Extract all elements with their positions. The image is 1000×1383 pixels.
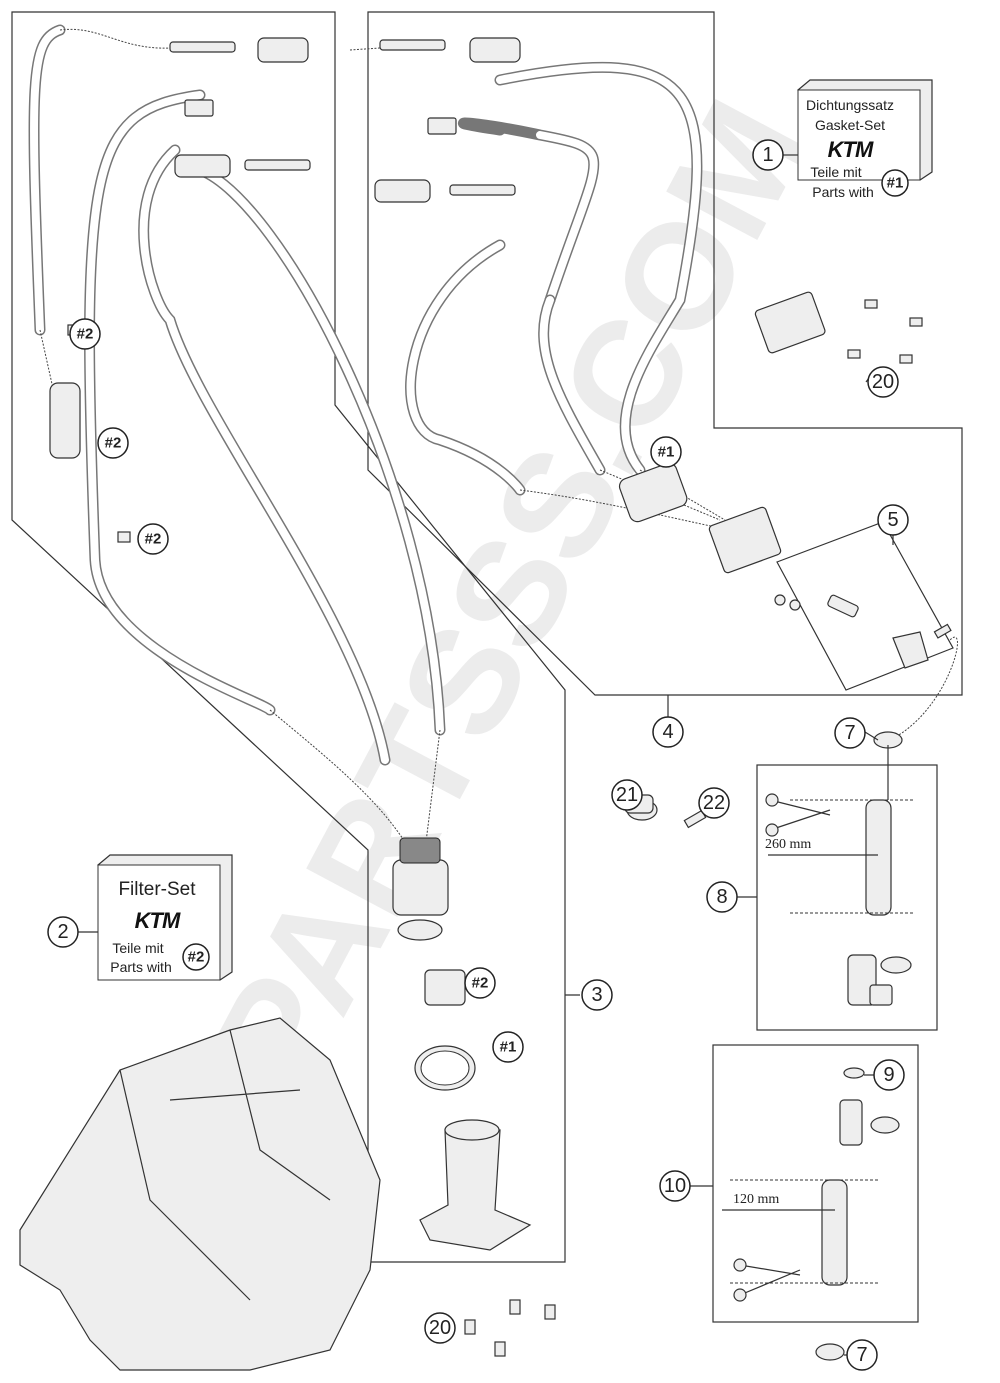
svg-text:21: 21: [616, 784, 638, 806]
svg-text:#2: #2: [77, 326, 94, 343]
ref-2-c[interactable]: #2: [137, 523, 169, 555]
ktm-logo: KTM: [828, 137, 874, 162]
callout-7[interactable]: 7: [834, 717, 866, 749]
svg-text:#2: #2: [105, 435, 122, 452]
svg-text:7: 7: [856, 1344, 867, 1366]
gasket-set-parts-en: Parts with: [812, 184, 873, 200]
gasket-set-box: Dichtungssatz Gasket-Set KTM Teile mit P…: [797, 79, 933, 200]
hose-length-120-label: 120 mm: [733, 1192, 779, 1207]
callout-10[interactable]: 10: [659, 1170, 691, 1202]
hose-kit-10: 120 mm: [722, 1067, 900, 1361]
group-frame-10: [712, 1044, 919, 1323]
pump-flange-cover: [708, 506, 782, 574]
ref-1-a[interactable]: #1: [650, 436, 682, 468]
group-frame-5: [776, 521, 954, 691]
svg-text:4: 4: [662, 721, 673, 743]
callout-1[interactable]: 1: [752, 139, 784, 171]
callout-21[interactable]: 21: [611, 779, 643, 811]
svg-text:10: 10: [664, 1175, 686, 1197]
svg-text:2: 2: [57, 921, 68, 943]
filter-set-parts-de: Teile mit: [112, 940, 163, 956]
group-frame-8: [756, 764, 938, 1031]
svg-text:5: 5: [887, 509, 898, 531]
filter-set-box: Filter-Set KTM Teile mit Parts with #2: [97, 854, 233, 981]
svg-text:1: 1: [762, 144, 773, 166]
callout-3[interactable]: 3: [581, 979, 613, 1011]
filter-sleeve: [424, 969, 466, 1006]
fuel-filter: [49, 382, 81, 459]
svg-text:22: 22: [703, 792, 725, 814]
svg-text:3: 3: [591, 984, 602, 1006]
svg-text:#1: #1: [500, 1039, 517, 1056]
callout-5[interactable]: 5: [877, 504, 909, 536]
hose-length-260: 260 mm: [765, 837, 811, 852]
ref-2: #2: [188, 949, 205, 966]
hose-clamp-7b: [815, 1343, 845, 1361]
callout-22[interactable]: 22: [698, 787, 730, 819]
callout-7b[interactable]: 7: [846, 1339, 878, 1371]
svg-text:#1: #1: [658, 444, 675, 461]
gasket-1: [618, 462, 688, 523]
fuel-pump: [392, 837, 532, 1251]
gasket-set-title-en: Gasket-Set: [815, 117, 885, 133]
svg-text:20: 20: [872, 371, 894, 393]
filter-set-parts-en: Parts with: [110, 959, 171, 975]
svg-text:9: 9: [883, 1064, 894, 1086]
svg-text:8: 8: [716, 886, 727, 908]
ref-1: #1: [887, 175, 904, 192]
hose-kit-8: 260 mm: [765, 731, 915, 1006]
scissors-icon: [769, 799, 831, 831]
svg-text:#2: #2: [472, 975, 489, 992]
ktm-logo: KTM: [135, 908, 181, 933]
callout-2[interactable]: 2: [47, 916, 79, 948]
connectors-right: [374, 37, 952, 829]
screws-20: [464, 1299, 556, 1357]
fuel-tank: [19, 1017, 381, 1371]
ref-1-b[interactable]: #1: [492, 1031, 524, 1063]
callout-8[interactable]: 8: [706, 881, 738, 913]
gasket-set-title-de: Dichtungssatz: [806, 97, 894, 113]
group-frame-right: [367, 11, 963, 696]
svg-text:20: 20: [429, 1317, 451, 1339]
callout-9[interactable]: 9: [873, 1059, 905, 1091]
ref-2-a[interactable]: #2: [69, 318, 101, 350]
callout-20[interactable]: 20: [867, 366, 899, 398]
svg-text:#2: #2: [145, 531, 162, 548]
callout-4[interactable]: 4: [652, 716, 684, 748]
scissors-icon: [739, 1264, 801, 1296]
watermark: PARTSSS.COM: [180, 75, 840, 1115]
ref-2-d[interactable]: #2: [464, 967, 496, 999]
svg-text:7: 7: [844, 722, 855, 744]
fuel-hoses-left: [28, 24, 446, 851]
ref-2-b[interactable]: #2: [97, 427, 129, 459]
callout-20b[interactable]: 20: [424, 1312, 456, 1344]
filter-set-title: Filter-Set: [118, 879, 196, 900]
gasket-set-parts-de: Teile mit: [810, 164, 861, 180]
pump-flange: [419, 1129, 532, 1251]
